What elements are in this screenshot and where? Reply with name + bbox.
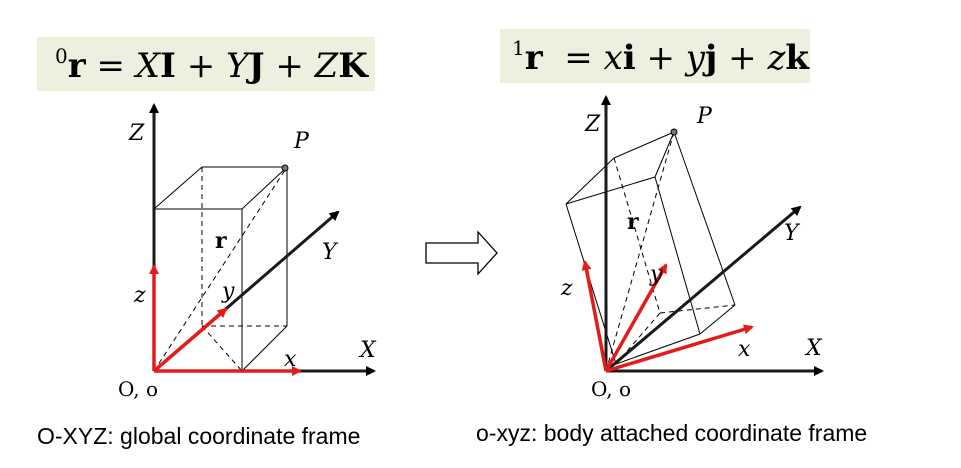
left-eq-Z: Z [314, 46, 340, 86]
right-eq-y: y [684, 38, 706, 78]
right-label-r: r [627, 209, 639, 235]
hollow-right-arrow-icon [425, 230, 498, 276]
left-eq-plus2: + [265, 46, 315, 86]
right-eq-z: z [766, 38, 786, 78]
right-label-X: X [804, 336, 823, 361]
left-label-origin: O, o [118, 377, 158, 401]
right-frame: Z P r Y z y x X O, o [560, 95, 824, 401]
left-label-x: x [284, 347, 297, 372]
left-label-X: X [358, 338, 377, 363]
left-equation-box [37, 37, 375, 91]
right-prism [565, 131, 736, 372]
right-label-P: P [696, 104, 713, 129]
left-eq-K: K [338, 46, 369, 86]
right-eq-j: j [702, 38, 717, 78]
right-label-origin: O, o [591, 377, 631, 401]
right-y-vector [604, 263, 668, 372]
left-prism [153, 166, 288, 372]
right-label-Z: Z [584, 112, 601, 137]
left-label-y: y [221, 279, 235, 304]
left-eq-r: r [68, 46, 87, 86]
right-eq-equals: = [543, 38, 604, 78]
right-equation: 1r = xi + yj + zk [512, 36, 810, 78]
right-eq-r: r [525, 38, 544, 78]
right-label-Y: Y [784, 221, 801, 246]
left-eq-J: J [245, 46, 264, 86]
left-eq-X: X [133, 46, 162, 86]
left-point-P [281, 164, 289, 172]
right-label-z: z [560, 276, 573, 301]
left-label-Z: Z [128, 121, 145, 146]
left-eq-I: I [160, 46, 176, 86]
left-label-Y: Y [322, 240, 339, 265]
right-eq-plus2: + [717, 38, 767, 78]
right-Y-axis [605, 205, 802, 373]
left-label-r: r [215, 228, 227, 254]
right-caption: o-xyz: body attached coordinate frame [476, 420, 867, 446]
left-label-P: P [293, 129, 310, 154]
left-eq-Y: Y [226, 46, 252, 86]
right-eq-plus1: + [636, 38, 686, 78]
right-z-vector [581, 260, 608, 372]
right-equation-box [500, 29, 810, 83]
left-label-z: z [133, 283, 146, 308]
left-y-vector [152, 307, 228, 373]
right-eq-k: k [785, 38, 810, 78]
right-x-vector [605, 324, 754, 373]
right-label-x: x [738, 337, 751, 362]
right-eq-i: i [623, 38, 636, 78]
left-frame: Z P r Y z y x X O, o [118, 103, 377, 401]
left-eq-plus1: + [176, 46, 226, 86]
right-eq-superscript: 1 [512, 36, 525, 60]
left-caption: O-XYZ: global coordinate frame [37, 423, 360, 449]
left-eq-superscript: 0 [55, 44, 68, 68]
right-eq-x: x [604, 38, 623, 78]
right-label-y: y [649, 262, 663, 287]
left-equation: 0r = XI + YJ + ZK [55, 44, 369, 86]
right-point-P [670, 128, 678, 136]
left-eq-equals: = [86, 46, 136, 86]
